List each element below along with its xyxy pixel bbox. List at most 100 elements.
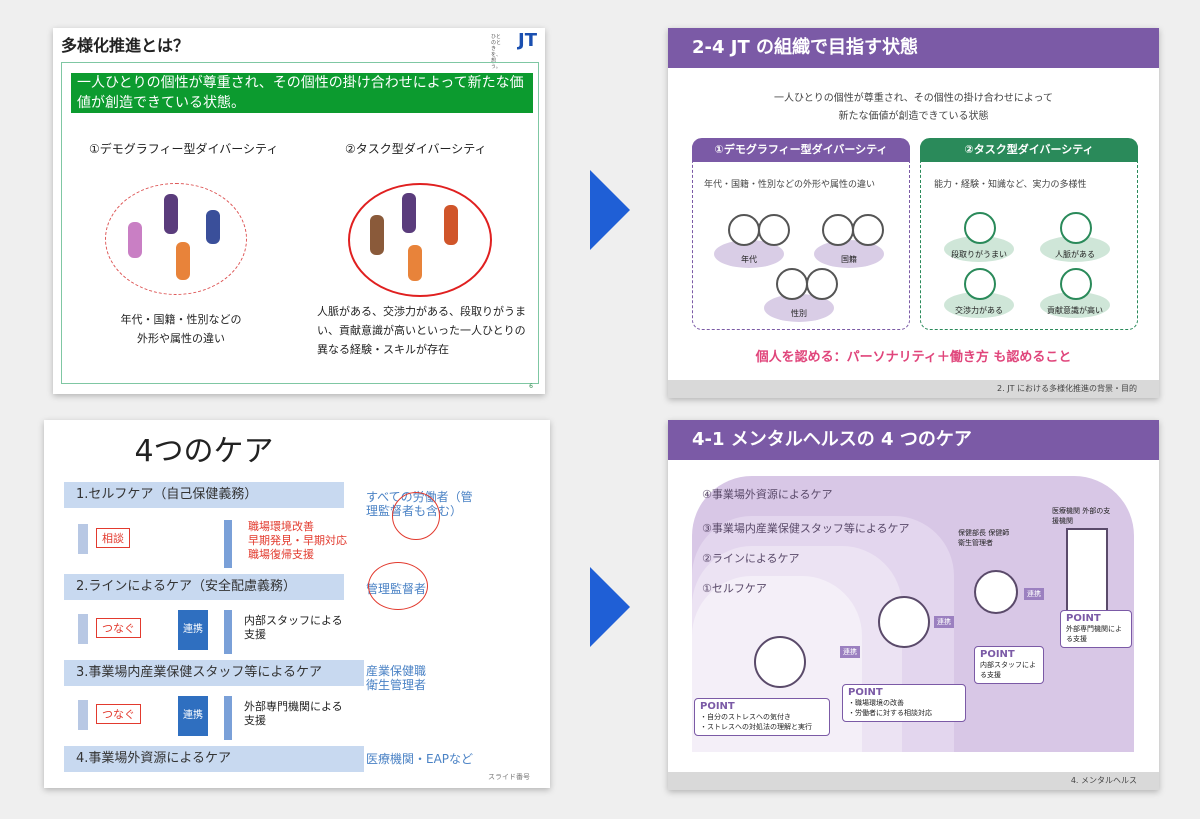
demographic-group-illustration <box>105 183 247 295</box>
hospital-icon <box>1066 528 1108 612</box>
slide2-lead: 一人ひとりの個性が尊重され、その個性の掛け合わせによって 新たな価値が創造できて… <box>668 90 1159 126</box>
down-arrow-icon <box>78 700 88 730</box>
highlight-circle <box>392 492 440 540</box>
tag-contribution: 貢献意識が高い <box>1047 306 1103 315</box>
slide1-title: 多様化推進とは？ <box>61 36 190 55</box>
task-panel-title: ②タスク型ダイバーシティ <box>920 138 1138 162</box>
definition-banner: 一人ひとりの個性が尊重され、その個性の掛け合わせによって新たな価値が創造できてい… <box>71 73 533 113</box>
person-icon <box>728 214 760 246</box>
layer-label-internal: ③事業場内産業保健スタッフ等によるケア <box>702 522 910 535</box>
task-panel-desc: 能力・経験・知識など、実力の多様性 <box>934 180 1087 190</box>
person-icon <box>806 268 838 300</box>
slide-four-cares-original: 4つのケア 1.セルフケア（自己保健義務） 2.ラインによるケア（安全配慮義務）… <box>44 420 550 788</box>
demographic-label: ①デモグラフィー型ダイバーシティ <box>89 142 279 156</box>
manager-icon <box>878 596 930 648</box>
content-frame <box>61 62 539 384</box>
point-box-self: POINT ・自分のストレスへの気付き ・ストレスへの対処法の理解と実行 <box>694 698 830 736</box>
care-bar-internal: 3.事業場内産業保健スタッフ等によるケア <box>64 660 364 686</box>
slide4-header: 4-1 メンタルヘルスの 4 つのケア <box>668 420 1159 460</box>
duty-early: 早期発見・早期対応 <box>248 534 347 547</box>
internal-support: 内部スタッフによる支援 <box>244 614 343 641</box>
point-heading: POINT <box>1066 613 1101 624</box>
target-external: 医療機関・EAPなど <box>366 752 474 766</box>
task-label: ②タスク型ダイバーシティ <box>345 142 487 156</box>
link-arrow-label: 連携 <box>1024 588 1044 600</box>
target-internal-2: 衛生管理者 <box>366 678 427 692</box>
point-internal: 内部スタッフによる支援 <box>980 661 1036 679</box>
link-arrow-label: 連携 <box>840 646 860 658</box>
staff-label: 保健部長 保健師 衛生管理者 <box>958 529 1010 547</box>
slide-mental-health-cares: 4-1 メンタルヘルスの 4 つのケア ④事業場外資源によるケア ③事業場内産業… <box>668 420 1159 790</box>
person-icon <box>852 214 884 246</box>
lead-line2: 新たな価値が創造できている状態 <box>838 111 989 122</box>
tag-nationality: 国籍 <box>841 255 857 264</box>
slide-jt-target-state: 2-4 JT の組織で目指す状態 一人ひとりの個性が尊重され、その個性の掛け合わ… <box>668 28 1159 398</box>
link-badge: 連携 <box>178 696 208 736</box>
link-badge: 連携 <box>178 610 208 650</box>
worker-icon <box>754 636 806 688</box>
target-internal-1: 産業保健職 <box>366 664 427 678</box>
up-arrow-icon <box>224 520 232 568</box>
task-group-illustration <box>348 183 492 297</box>
staff-icon <box>974 570 1018 614</box>
down-arrow-icon <box>78 524 88 554</box>
slide2-conclusion: 個人を認める：パーソナリティ＋働き方 も認めること <box>755 350 1072 365</box>
connect-tag: つなぐ <box>96 618 141 638</box>
point-heading: POINT <box>700 701 735 712</box>
layer-label-line: ②ラインによるケア <box>702 552 800 565</box>
up-arrow-icon <box>224 610 232 654</box>
demographic-panel-desc: 年代・国籍・性別などの外形や属性の違い <box>704 180 876 190</box>
person-icon <box>822 214 854 246</box>
tag-network: 人脈がある <box>1055 250 1095 259</box>
point-box-internal: POINT 内部スタッフによる支援 <box>974 646 1044 684</box>
line-duties: 職場環境改善 早期発見・早期対応 職場復帰支援 <box>248 520 347 562</box>
slide4-footer: 4. メンタルヘルス <box>668 772 1159 790</box>
point-box-line: POINT ・職場環境の改善 ・労働者に対する相談対応 <box>842 684 966 722</box>
tag-planning: 段取りがうまい <box>951 250 1007 259</box>
connect-tag: つなぐ <box>96 704 141 724</box>
skill-oval: 交渉力がある <box>944 292 1014 318</box>
point-line-2: ・労働者に対する相談対応 <box>848 709 932 717</box>
slide2-header: 2-4 JT の組織で目指す状態 <box>668 28 1159 68</box>
page-number: 6 <box>529 383 533 390</box>
task-description: 人脈がある、交渉力がある、段取りがうまい、貢献意識が高いといった一人ひとりの異な… <box>317 305 526 356</box>
point-external: 外部専門機関による支援 <box>1066 625 1122 643</box>
highlight-circle <box>368 562 428 610</box>
person-icon <box>964 212 996 244</box>
tag-negotiation: 交渉力がある <box>955 306 1003 315</box>
person-icon <box>758 214 790 246</box>
external-label: 医療機関 外部の支援機関 <box>1052 507 1111 525</box>
skill-oval: 段取りがうまい <box>944 236 1014 262</box>
person-icon <box>1060 212 1092 244</box>
tag-gender: 性別 <box>791 309 807 318</box>
point-heading: POINT <box>980 649 1015 660</box>
demographic-description: 年代・国籍・性別などの 外形や属性の違い <box>111 310 251 348</box>
down-arrow-icon <box>78 614 88 644</box>
demographic-desc-line2: 外形や属性の違い <box>137 332 225 345</box>
person-icon <box>964 268 996 300</box>
demographic-desc-line1: 年代・国籍・性別などの <box>120 313 242 326</box>
jt-logo: JT <box>518 30 537 51</box>
point-box-external: POINT 外部専門機関による支援 <box>1060 610 1132 648</box>
layer-label-self: ①セルフケア <box>702 582 767 595</box>
duty-return: 職場復帰支援 <box>248 548 314 561</box>
point-self-2: ・ストレスへの対処法の理解と実行 <box>700 723 812 731</box>
layer-label-external: ④事業場外資源によるケア <box>702 488 833 501</box>
link-arrow-label: 連携 <box>934 616 954 628</box>
logo-tagline: ひとのときを、想う。 <box>491 34 502 70</box>
care-bar-line: 2.ラインによるケア（安全配慮義務） <box>64 574 344 600</box>
slide-diversity-original: 多様化推進とは？ ひとのときを、想う。 JT 一人ひとりの個性が尊重され、その個… <box>53 28 545 394</box>
slide2-footer: 2. JT における多様化推進の背景・目的 <box>668 380 1159 398</box>
lead-line1: 一人ひとりの個性が尊重され、その個性の掛け合わせによって <box>774 93 1053 104</box>
up-arrow-icon <box>224 696 232 740</box>
slide-number-placeholder: スライド番号 <box>488 773 530 781</box>
point-heading: POINT <box>848 687 883 698</box>
arrow-right-icon <box>590 170 630 250</box>
demographic-panel-title: ①デモグラフィー型ダイバーシティ <box>692 138 910 162</box>
person-icon <box>776 268 808 300</box>
external-support: 外部専門機関による支援 <box>244 700 343 727</box>
target-internal: 産業保健職 衛生管理者 <box>366 664 426 692</box>
arrow-right-icon <box>590 567 630 647</box>
consult-tag: 相談 <box>96 528 130 548</box>
tag-age: 年代 <box>741 255 757 264</box>
